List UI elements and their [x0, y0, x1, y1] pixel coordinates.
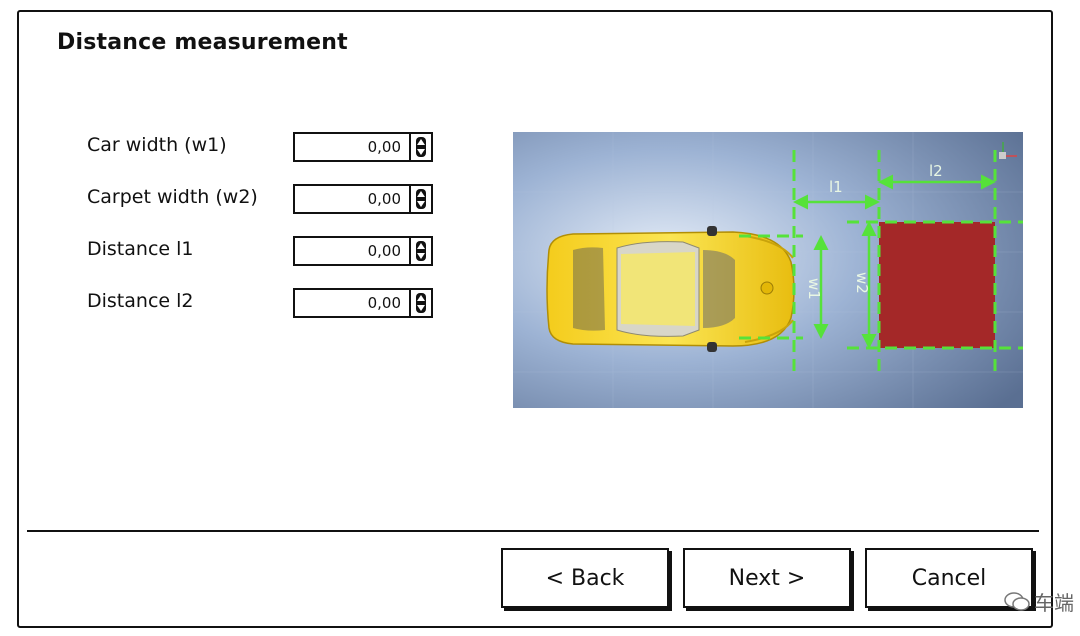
- chat-bubble-icon: [1004, 591, 1030, 611]
- axis-gizmo-icon: [999, 142, 1017, 159]
- carpet-shape: [879, 222, 995, 348]
- w2-label: w2: [853, 272, 871, 294]
- dimension-arrows: [793, 174, 996, 349]
- w1-label: w1: [805, 278, 823, 300]
- carpet-width-spinner[interactable]: 0,00: [293, 184, 433, 214]
- car-width-label: Car width (w1): [87, 134, 227, 156]
- distance-measurement-dialog: Distance measurement Car width (w1) 0,00…: [17, 10, 1053, 628]
- carpet-width-value[interactable]: 0,00: [367, 190, 401, 208]
- distance-l2-stepper-arrows[interactable]: [409, 290, 431, 316]
- car-width-value[interactable]: 0,00: [367, 138, 401, 156]
- distance-l2-spinner[interactable]: 0,00: [293, 288, 433, 318]
- l1-label: l1: [829, 178, 843, 196]
- car-width-spinner[interactable]: 0,00: [293, 132, 433, 162]
- back-button[interactable]: < Back: [501, 548, 669, 608]
- car-width-stepper-arrows[interactable]: [409, 134, 431, 160]
- footer-divider: [27, 530, 1039, 532]
- next-button[interactable]: Next >: [683, 548, 851, 608]
- distance-l1-value[interactable]: 0,00: [367, 242, 401, 260]
- dialog-title: Distance measurement: [57, 30, 348, 55]
- up-down-arrows-icon: [416, 241, 426, 261]
- distance-l1-label: Distance l1: [87, 238, 194, 260]
- car-shape: [546, 226, 795, 352]
- watermark: 车端: [1004, 587, 1074, 616]
- l2-label: l2: [929, 162, 943, 180]
- carpet-width-stepper-arrows[interactable]: [409, 186, 431, 212]
- up-down-arrows-icon: [416, 293, 426, 313]
- measurement-diagram: l1 l2 w1 w2: [513, 132, 1023, 408]
- watermark-text: 车端: [1034, 591, 1074, 615]
- distance-l2-value[interactable]: 0,00: [367, 294, 401, 312]
- carpet-width-label: Carpet width (w2): [87, 186, 258, 208]
- distance-l2-label: Distance l2: [87, 290, 194, 312]
- up-down-arrows-icon: [416, 189, 426, 209]
- distance-l1-spinner[interactable]: 0,00: [293, 236, 433, 266]
- distance-l1-stepper-arrows[interactable]: [409, 238, 431, 264]
- car-carpet-diagram-image: l1 l2 w1 w2: [513, 132, 1023, 408]
- up-down-arrows-icon: [416, 137, 426, 157]
